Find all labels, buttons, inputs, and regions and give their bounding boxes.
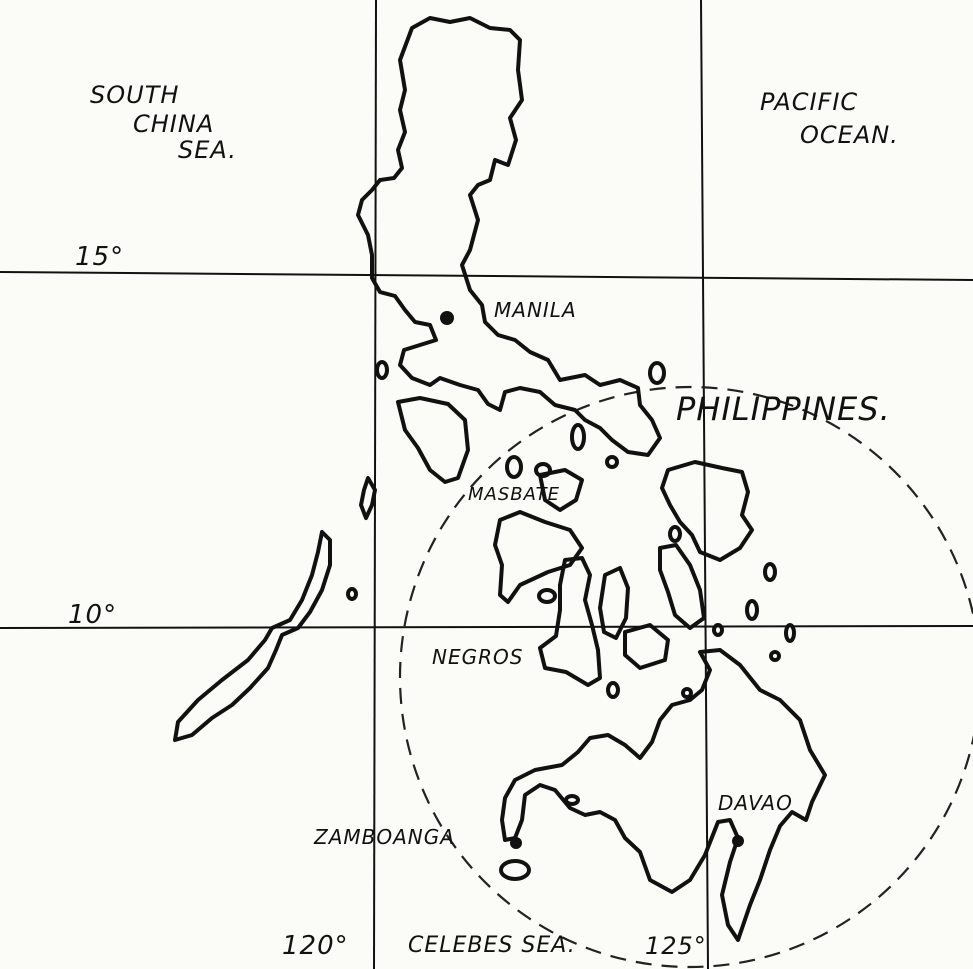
islet [505, 455, 523, 479]
cebu-island [598, 566, 630, 640]
islet [769, 650, 781, 662]
islet [784, 623, 796, 643]
islet [712, 623, 724, 637]
lon-120-label: 120° [282, 931, 349, 961]
lon-125-label: 125° [645, 932, 707, 960]
islet [605, 455, 619, 469]
islet [606, 681, 620, 699]
islet-chain [359, 476, 377, 520]
dashed-region-circle [398, 385, 973, 969]
mindanao-island [500, 648, 827, 942]
manila-label: MANILA [494, 298, 577, 322]
islet [346, 587, 358, 601]
islet [534, 462, 552, 478]
longitude-line-120 [373, 0, 377, 969]
lat-15-label: 15° [75, 242, 124, 272]
lat-10-label: 10° [68, 600, 117, 630]
coastlines [173, 16, 827, 942]
panay-island [493, 510, 584, 604]
manila-dot [440, 311, 454, 325]
islet [648, 361, 666, 385]
masbate-island [538, 468, 584, 512]
davao-label: DAVAO [718, 791, 793, 815]
negros-label: NEGROS [432, 645, 523, 669]
latitude-line-15 [0, 271, 973, 281]
latitude-line-10 [0, 625, 973, 629]
islet [745, 599, 759, 621]
islet [668, 525, 682, 543]
pacific-ocean-label: PACIFIC OCEAN. [760, 88, 899, 149]
south-china-sea-label: SOUTH CHINA SEA. [90, 81, 237, 164]
philippines-label: PHILIPPINES. [676, 390, 891, 428]
celebes-sea-label: CELEBES SEA. [408, 933, 576, 958]
islet [570, 423, 586, 451]
masbate-label: MASBATE [468, 484, 560, 505]
negros-island [538, 556, 602, 687]
palawan-island [173, 530, 332, 742]
leyte-island [658, 543, 706, 630]
islet [499, 859, 531, 881]
islet [564, 794, 580, 806]
davao-dot [732, 835, 744, 847]
islet [537, 588, 557, 604]
luzon-island [356, 16, 662, 457]
bohol-island [623, 623, 670, 670]
zamboanga-dot [510, 837, 522, 849]
samar-island [660, 460, 754, 562]
longitude-line-125 [700, 0, 709, 969]
islet [681, 687, 693, 699]
zamboanga-label: ZAMBOANGA [313, 825, 455, 849]
islet [763, 562, 777, 582]
mindoro-island [396, 396, 470, 484]
islet [375, 360, 389, 380]
